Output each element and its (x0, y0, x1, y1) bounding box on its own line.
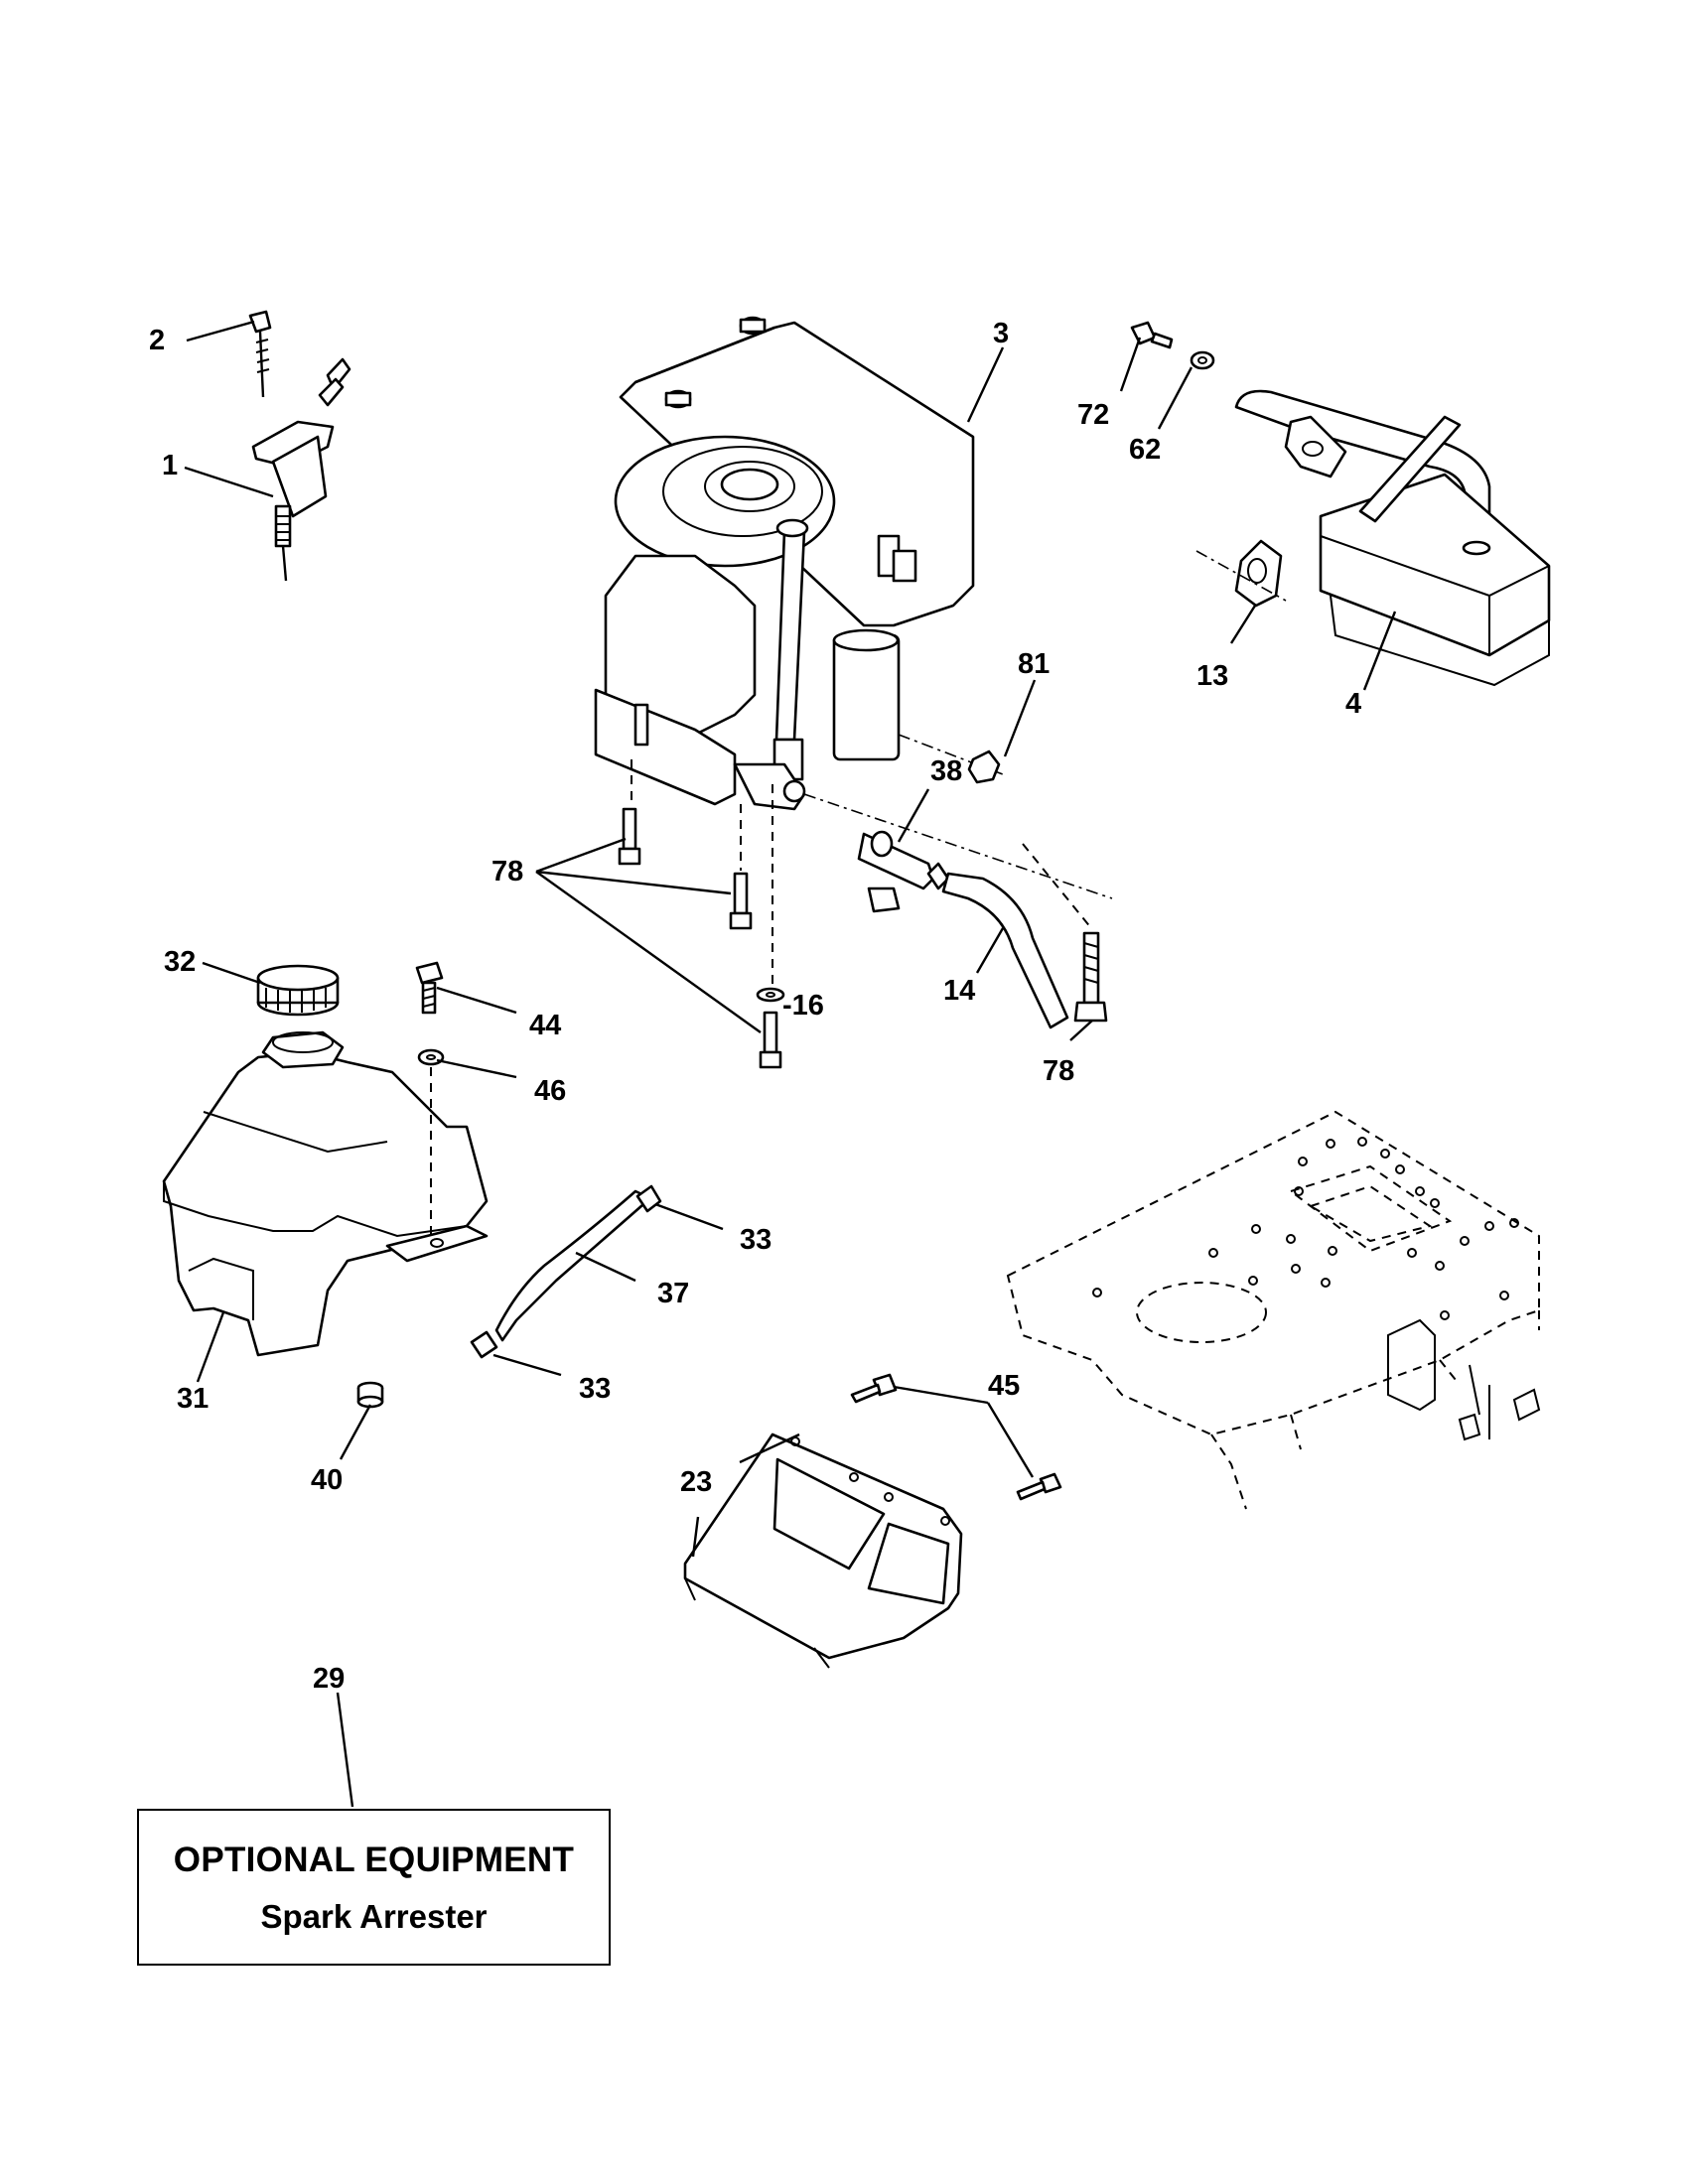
bolt-45-top (850, 1373, 898, 1404)
callout-14: 14 (943, 975, 975, 1007)
hose-part (941, 872, 1069, 1029)
optional-equipment-title: OPTIONAL EQUIPMENT (173, 1841, 575, 1879)
muffler-part (1234, 389, 1551, 687)
callout-31: 31 (177, 1383, 209, 1415)
gasket-part (1195, 539, 1287, 608)
callout-4: 4 (1345, 688, 1361, 720)
nut-part (967, 750, 1001, 784)
callout-33-bottom: 33 (579, 1373, 611, 1405)
grommet-40 (356, 1381, 384, 1409)
bolt-78-right (1022, 843, 1108, 1023)
callout-37: 37 (657, 1278, 689, 1309)
fuel-tank-part (162, 1030, 489, 1357)
throttle-control-part (251, 357, 351, 582)
callout-13: 13 (1196, 660, 1228, 692)
bolt-part (1130, 321, 1174, 349)
leader-lines (184, 320, 1397, 1808)
fitting-part (857, 830, 950, 913)
spark-arrester-label: Spark Arrester (260, 1898, 488, 1935)
fuel-cap-part (256, 964, 340, 1017)
callout-78-right: 78 (1043, 1055, 1074, 1087)
bolt-45-bottom (1016, 1472, 1062, 1501)
washer-part (1190, 350, 1215, 370)
callout-23: 23 (680, 1466, 712, 1498)
optional-equipment-box: OPTIONAL EQUIPMENT Spark Arrester (137, 1809, 611, 1966)
callout-72: 72 (1077, 399, 1109, 431)
screw-part (248, 310, 272, 398)
callout-38: 38 (930, 755, 962, 787)
callout-33-top: 33 (740, 1224, 772, 1256)
callout-81: 81 (1018, 648, 1050, 680)
callout-62: 62 (1129, 434, 1161, 466)
callout-numbers: 1 2 3 4 13 14 -16 23 29 31 32 33 33 37 3… (149, 318, 1361, 1695)
callout-29: 29 (313, 1663, 345, 1695)
callout-1: 1 (162, 450, 178, 481)
callout-32: 32 (164, 946, 196, 978)
clamp-33-bottom (470, 1330, 498, 1359)
screw-44 (415, 961, 444, 1015)
heat-shield-part (683, 1433, 963, 1669)
callout-40: 40 (311, 1464, 343, 1496)
engine-part (594, 316, 1113, 899)
callout-16: -16 (782, 990, 824, 1022)
bolt-78-mid (729, 804, 753, 930)
chassis-frame (1006, 1110, 1541, 1510)
callout-78-left: 78 (491, 856, 523, 887)
callout-44: 44 (529, 1010, 561, 1041)
clamp-33-top (635, 1184, 662, 1213)
callout-45: 45 (988, 1370, 1020, 1402)
washer-16 (756, 784, 785, 1003)
bolt-78-left (618, 759, 641, 866)
callout-3: 3 (993, 318, 1009, 349)
bolt-78-bottom (759, 1011, 782, 1069)
callout-2: 2 (149, 325, 165, 356)
callout-46: 46 (534, 1075, 566, 1107)
fuel-line-part (494, 1189, 652, 1342)
